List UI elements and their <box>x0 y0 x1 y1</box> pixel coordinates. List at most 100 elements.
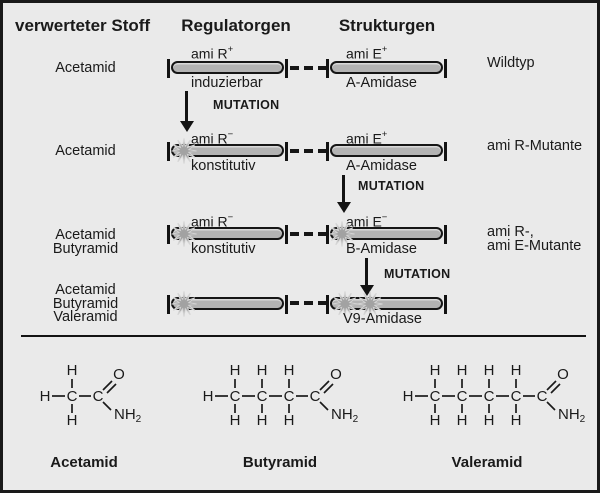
atom-label: C <box>93 388 104 405</box>
regulator-gene-label: ami R+ <box>191 44 234 62</box>
gene-sign-superscript: − <box>227 212 234 223</box>
gene-sign-superscript: + <box>381 129 388 140</box>
dna-dashes <box>290 149 327 153</box>
gene-sign-superscript: + <box>227 44 234 55</box>
structure-gene-label: ami E+ <box>346 129 388 147</box>
atom-label: NH2 <box>331 406 359 425</box>
atom-label: H <box>511 362 522 379</box>
mutation-arrow <box>365 258 368 285</box>
regulator-gene-label: ami R− <box>191 212 234 230</box>
regulator-state-label: induzierbar <box>191 75 263 91</box>
phenotype-label: Wildtyp <box>487 55 535 71</box>
atom-label: H <box>457 412 468 429</box>
atom-label: H <box>203 388 214 405</box>
atom-label: NH2 <box>114 406 142 425</box>
atom-label: H <box>40 388 51 405</box>
atom-label: H <box>230 362 241 379</box>
atom-label: H <box>484 412 495 429</box>
atom-label: C <box>230 388 241 405</box>
atom-label: O <box>113 366 125 383</box>
atom-label: H <box>457 362 468 379</box>
bond <box>102 380 113 391</box>
bond <box>546 401 556 411</box>
atom-subscript: 2 <box>580 414 586 425</box>
bond <box>550 383 561 394</box>
atom-label: H <box>67 362 78 379</box>
atom-label: C <box>430 388 441 405</box>
bond <box>319 401 329 411</box>
header-substrate: verwerteter Stoff <box>15 16 151 35</box>
substrate-label: Acetamid <box>55 143 116 159</box>
enzyme-product-label: V9-Amidase <box>343 311 422 327</box>
mutation-label: MUTATION <box>358 179 425 193</box>
atom-subscript: 2 <box>136 414 142 425</box>
header-structure-gene: Strukturgen <box>338 16 436 35</box>
atom-label: C <box>484 388 495 405</box>
regulator-gene-bar <box>167 142 288 161</box>
regulator-gene-label: ami R− <box>191 129 234 147</box>
gene-sign-superscript: − <box>227 129 234 140</box>
substrate-label: Acetamid Butyramid Valeramid <box>52 282 119 325</box>
structure-gene-label: ami E+ <box>346 44 388 62</box>
atom-label: H <box>511 412 522 429</box>
regulator-state-label: konstitutiv <box>191 241 256 257</box>
atom-label: O <box>557 366 569 383</box>
enzyme-product-label: A-Amidase <box>346 75 417 91</box>
mutation-arrow <box>342 175 345 202</box>
regulator-gene-bar <box>167 225 288 244</box>
mutation-arrow <box>185 91 188 121</box>
atom-label: H <box>430 362 441 379</box>
molecule-name: Butyramid <box>242 454 318 471</box>
mutation-label: MUTATION <box>213 98 280 112</box>
bond <box>546 380 557 391</box>
bond <box>106 383 117 394</box>
dna-dashes <box>290 66 327 70</box>
phenotype-label: ami R-Mutante <box>487 138 583 154</box>
structure-gene-bar <box>326 225 447 244</box>
molecule-name: Valeramid <box>451 454 523 471</box>
structure-gene-bar <box>326 295 447 314</box>
mutation-label: MUTATION <box>384 267 451 281</box>
atom-label: C <box>257 388 268 405</box>
atom-label: H <box>257 362 268 379</box>
dna-dashes <box>290 232 327 236</box>
gene-sign-superscript: + <box>381 44 388 55</box>
structure-gene-bar <box>326 59 447 78</box>
atom-label: H <box>430 412 441 429</box>
atom-label: H <box>403 388 414 405</box>
structure-gene-bar <box>326 142 447 161</box>
atom-label: O <box>330 366 342 383</box>
header-regulator-gene: Regulatorgen <box>181 16 291 35</box>
atom-label: H <box>230 412 241 429</box>
atom-label: H <box>484 362 495 379</box>
bond <box>319 380 330 391</box>
atom-label: C <box>457 388 468 405</box>
atom-label: H <box>284 412 295 429</box>
regulator-state-label: konstitutiv <box>191 158 256 174</box>
bond <box>323 383 334 394</box>
gene-sign-superscript: − <box>381 212 388 223</box>
atom-label: H <box>67 412 78 429</box>
atom-label: NH2 <box>558 406 586 425</box>
enzyme-product-label: A-Amidase <box>346 158 417 174</box>
regulator-gene-bar <box>167 59 288 78</box>
substrate-label: Acetamid Butyramid <box>52 227 119 257</box>
regulator-gene-bar <box>167 295 288 314</box>
atom-label: C <box>67 388 78 405</box>
substrate-label: Acetamid <box>55 60 116 76</box>
atom-label: C <box>537 388 548 405</box>
section-divider <box>21 335 586 337</box>
dna-dashes <box>290 301 327 305</box>
atom-subscript: 2 <box>353 414 359 425</box>
atom-label: C <box>511 388 522 405</box>
atom-label: H <box>284 362 295 379</box>
molecule-name: Acetamid <box>50 454 118 471</box>
bond <box>102 401 112 411</box>
atom-label: C <box>284 388 295 405</box>
atom-label: C <box>310 388 321 405</box>
enzyme-product-label: B-Amidase <box>346 241 417 257</box>
